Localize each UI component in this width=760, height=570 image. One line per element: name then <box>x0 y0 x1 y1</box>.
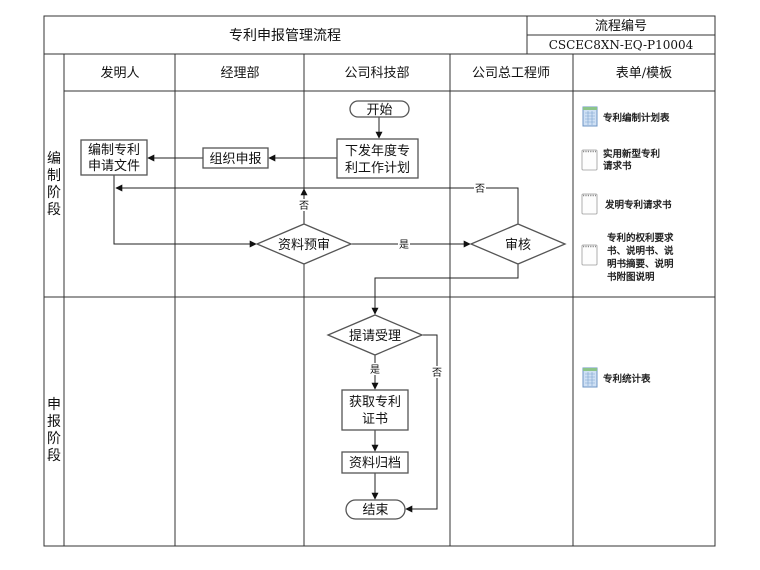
process-shape <box>80 139 148 176</box>
svg-text:资料预审: 资料预审 <box>278 238 330 253</box>
flow-code-label: 流程编号 <box>595 19 647 34</box>
decision-shape <box>255 223 353 265</box>
svg-text:制: 制 <box>47 168 61 184</box>
flow-code-value: CSCEC8XN-EQ-P10004 <box>549 38 694 52</box>
template-item[interactable]: 发明专利请求书 <box>581 193 672 215</box>
svg-text:书、说明书、说: 书、说明书、说 <box>607 245 674 257</box>
svg-text:资料归档: 资料归档 <box>349 456 401 471</box>
svg-text:实用新型专利: 实用新型专利 <box>603 148 660 160</box>
lane-header-chief: 公司总工程师 <box>472 66 550 81</box>
svg-text:专利编制计划表: 专利编制计划表 <box>603 112 670 124</box>
connector-prepare-precheck <box>113 175 257 248</box>
node-end[interactable]: 结束 <box>345 499 406 520</box>
template-item[interactable]: 实用新型专利 请求书 <box>581 148 660 172</box>
svg-text:提请受理: 提请受理 <box>349 328 401 344</box>
terminator-shape <box>349 100 410 118</box>
svg-text:组织申报: 组织申报 <box>209 152 261 167</box>
svg-text:申请文件: 申请文件 <box>88 159 140 174</box>
notepad-icon <box>581 193 598 215</box>
node-organize-application[interactable]: 组织申报 <box>202 147 269 169</box>
connectors <box>113 116 519 513</box>
lane-header-tech: 公司科技部 <box>344 66 409 81</box>
lane-header-manager: 经理部 <box>220 66 259 81</box>
template-item[interactable]: 专利统计表 <box>582 367 651 388</box>
lane-header-inventor: 发明人 <box>100 65 139 81</box>
edge-label-accept-no: 否 <box>432 367 442 379</box>
svg-text:编: 编 <box>47 151 61 167</box>
edge-label-accept-yes: 是 <box>370 364 380 376</box>
node-accept-decision[interactable]: 提请受理 <box>326 314 424 356</box>
template-item[interactable]: 专利的权利要求 书、说明书、说 明书摘要、说明 书附图说明 <box>581 232 674 283</box>
svg-text:段: 段 <box>47 202 61 218</box>
svg-text:专利统计表: 专利统计表 <box>603 373 651 385</box>
terminator-shape <box>345 499 406 520</box>
node-issue-annual-plan[interactable]: 下发年度专 利工作计划 <box>336 138 419 179</box>
process-shape <box>341 389 409 431</box>
decision-shape <box>326 314 424 356</box>
edge-label-precheck-yes: 是 <box>399 239 409 251</box>
svg-text:书附图说明: 书附图说明 <box>607 271 655 283</box>
edge-label-precheck-no: 否 <box>299 200 309 212</box>
stage-label-compile: 编 制 阶 段 <box>47 151 61 218</box>
decision-shape <box>469 223 567 265</box>
svg-text:报: 报 <box>47 414 61 430</box>
table-grid <box>43 15 716 547</box>
svg-text:下发年度专: 下发年度专 <box>345 143 410 159</box>
svg-text:发明专利请求书: 发明专利请求书 <box>604 199 672 211</box>
svg-text:编制专利: 编制专利 <box>88 143 140 158</box>
node-prepare-application-docs[interactable]: 编制专利 申请文件 <box>80 139 148 176</box>
node-start[interactable]: 开始 <box>349 100 410 118</box>
svg-text:明书摘要、说明: 明书摘要、说明 <box>607 258 674 270</box>
svg-text:结束: 结束 <box>362 503 388 518</box>
stage-label-apply: 申 报 阶 段 <box>47 397 61 464</box>
svg-text:证书: 证书 <box>362 412 388 427</box>
lane-header-forms: 表单/模板 <box>616 66 672 81</box>
svg-text:审核: 审核 <box>505 238 531 253</box>
connector-review-no <box>115 184 519 224</box>
table-border <box>43 15 716 547</box>
spreadsheet-icon <box>582 367 598 388</box>
node-archive[interactable]: 资料归档 <box>341 451 409 474</box>
svg-text:请求书: 请求书 <box>603 160 632 172</box>
svg-text:开始: 开始 <box>366 103 392 118</box>
connector-review-accept <box>371 264 519 315</box>
notepad-icon <box>581 244 598 266</box>
svg-text:阶: 阶 <box>47 185 61 201</box>
spreadsheet-icon <box>582 106 598 127</box>
process-shape <box>336 138 419 179</box>
svg-text:专利的权利要求: 专利的权利要求 <box>607 232 674 244</box>
connector-accept-no <box>405 334 438 513</box>
process-shape <box>341 451 409 474</box>
svg-text:阶: 阶 <box>47 431 61 447</box>
flow-title: 专利申报管理流程 <box>229 28 341 44</box>
process-shape <box>202 147 269 169</box>
node-obtain-certificate[interactable]: 获取专利 证书 <box>341 389 409 431</box>
svg-text:段: 段 <box>47 448 61 464</box>
svg-text:申: 申 <box>47 397 61 413</box>
svg-text:获取专利: 获取专利 <box>349 395 401 410</box>
edge-labels: 否 是 否 是 否 <box>298 182 486 379</box>
node-review-decision[interactable]: 审核 <box>469 223 567 265</box>
template-item[interactable]: 专利编制计划表 <box>582 106 670 127</box>
edge-label-review-no: 否 <box>475 183 485 195</box>
node-precheck-decision[interactable]: 资料预审 <box>255 223 353 265</box>
svg-text:利工作计划: 利工作计划 <box>345 161 410 176</box>
notepad-icon <box>581 149 598 171</box>
